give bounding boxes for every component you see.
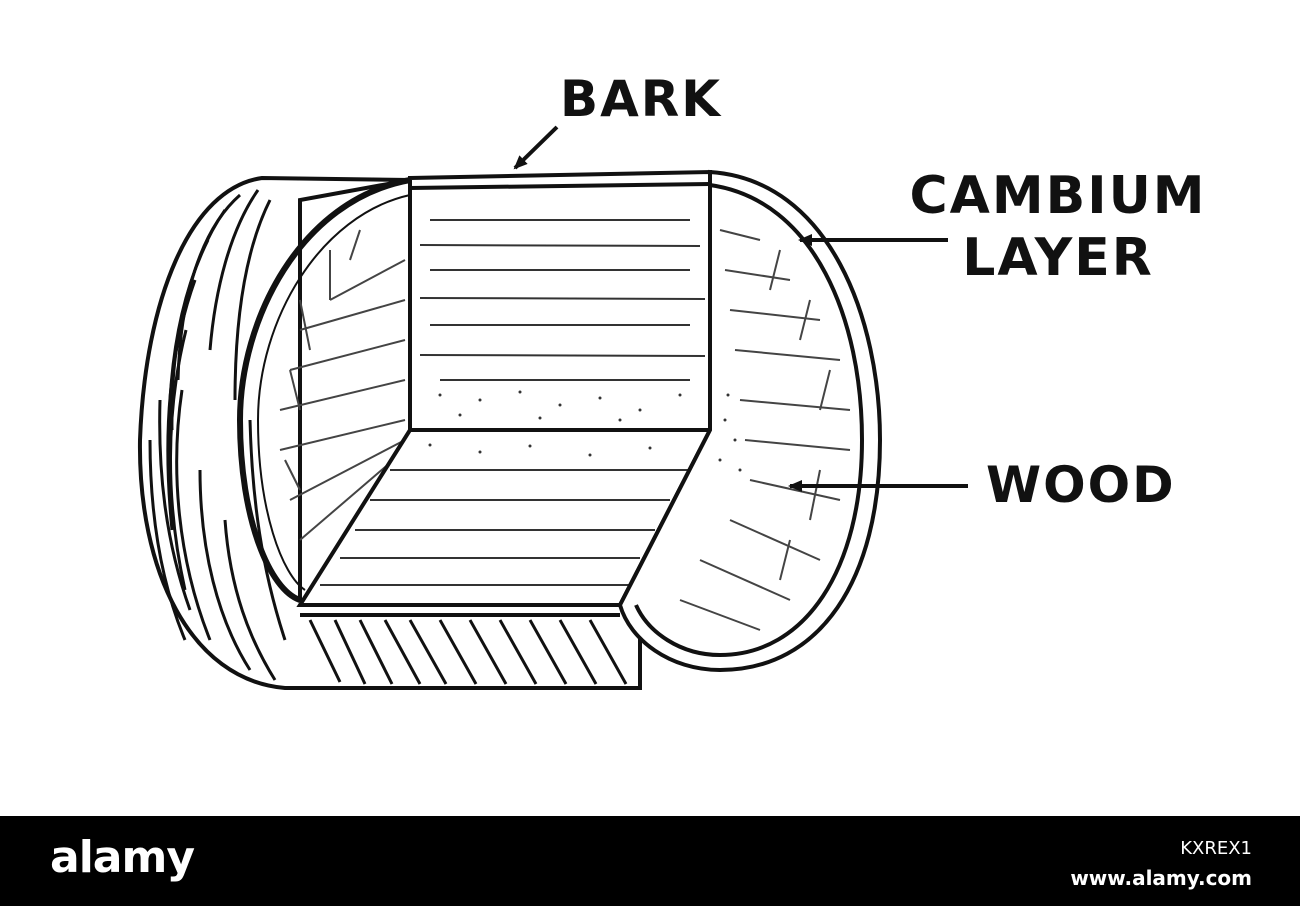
cambium-layer-label: CAMBIUM LAYER bbox=[908, 170, 1208, 284]
top-cut-face bbox=[408, 169, 712, 432]
cambium-label-line-2: LAYER bbox=[962, 228, 1154, 288]
right-end-face bbox=[617, 169, 883, 673]
image-id: KXREX1 bbox=[1180, 838, 1252, 859]
bark-label: BARK bbox=[560, 70, 723, 128]
wood-label: WOOD bbox=[986, 456, 1176, 514]
cambium-label-line-1: CAMBIUM bbox=[909, 166, 1207, 226]
watermark-footer: alamy KXREX1 www.alamy.com bbox=[0, 816, 1300, 906]
site-url: www.alamy.com bbox=[1070, 866, 1252, 890]
left-end-face bbox=[236, 177, 411, 603]
log-cross-section-diagram bbox=[137, 125, 968, 690]
arrow-icon bbox=[513, 125, 559, 170]
alamy-logo: alamy bbox=[50, 832, 195, 883]
lower-cut-face bbox=[296, 428, 714, 617]
